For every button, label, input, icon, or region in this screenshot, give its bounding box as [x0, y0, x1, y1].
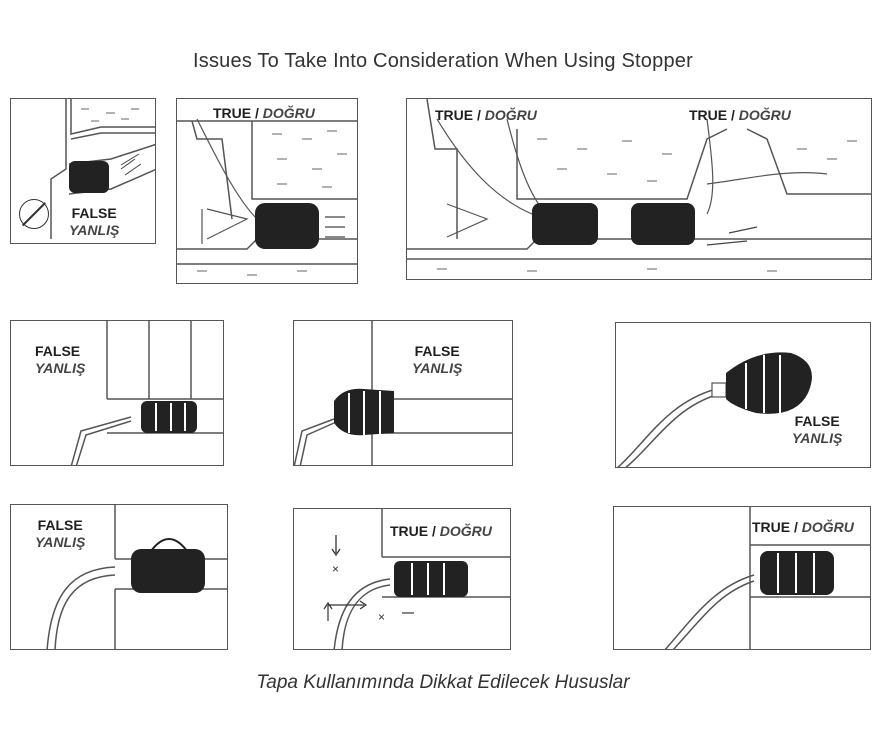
false-label: FALSE YANLIŞ	[69, 205, 120, 238]
true-label-left: TRUE / DOĞRU	[435, 107, 537, 123]
false-label: FALSE YANLIŞ	[35, 517, 86, 550]
panel-row1-false-no-entry: FALSE YANLIŞ	[10, 98, 156, 244]
panel-row2-false-left: FALSE YANLIŞ	[10, 320, 224, 466]
true-label: TRUE / DOĞRU	[390, 523, 492, 539]
panel-row2-false-right: FALSE YANLIŞ	[615, 322, 871, 468]
pipe-sketch	[177, 118, 357, 276]
pipe-sketch: × ×	[323, 509, 510, 649]
pipe-sketch	[50, 99, 155, 239]
pipe-sketch	[70, 321, 223, 465]
svg-text:×: ×	[378, 610, 385, 624]
false-label: FALSE YANLIŞ	[35, 343, 86, 376]
panel-row1-true-single: TRUE / DOĞRU	[176, 98, 358, 284]
panel-row3-false-left: FALSE YANLIŞ	[10, 504, 228, 650]
false-label: FALSE YANLIŞ	[412, 343, 463, 376]
panel-row3-true-middle: × × TRUE / DOĞRU	[293, 508, 511, 650]
true-label: TRUE / DOĞRU	[213, 105, 315, 121]
svg-text:×: ×	[332, 562, 339, 576]
true-label-right: TRUE / DOĞRU	[689, 107, 791, 123]
diagram-subtitle: Tapa Kullanımında Dikkat Edilecek Hususl…	[256, 672, 630, 693]
true-label: TRUE / DOĞRU	[752, 519, 854, 535]
prohibited-icon	[19, 199, 49, 229]
pipe-sketch	[617, 352, 812, 467]
panel-row3-true-right: TRUE / DOĞRU	[613, 506, 871, 650]
pipe-sketch	[294, 321, 512, 465]
pipe-sketch	[407, 99, 871, 272]
false-label: FALSE YANLIŞ	[792, 413, 843, 446]
diagram-title: Issues To Take Into Consideration When U…	[193, 50, 693, 72]
pipe-sketch	[664, 507, 870, 649]
pipe-sketch	[46, 505, 227, 649]
panel-row1-true-double: TRUE / DOĞRU TRUE / DOĞRU	[406, 98, 872, 280]
panel-row2-false-middle: FALSE YANLIŞ	[293, 320, 513, 466]
